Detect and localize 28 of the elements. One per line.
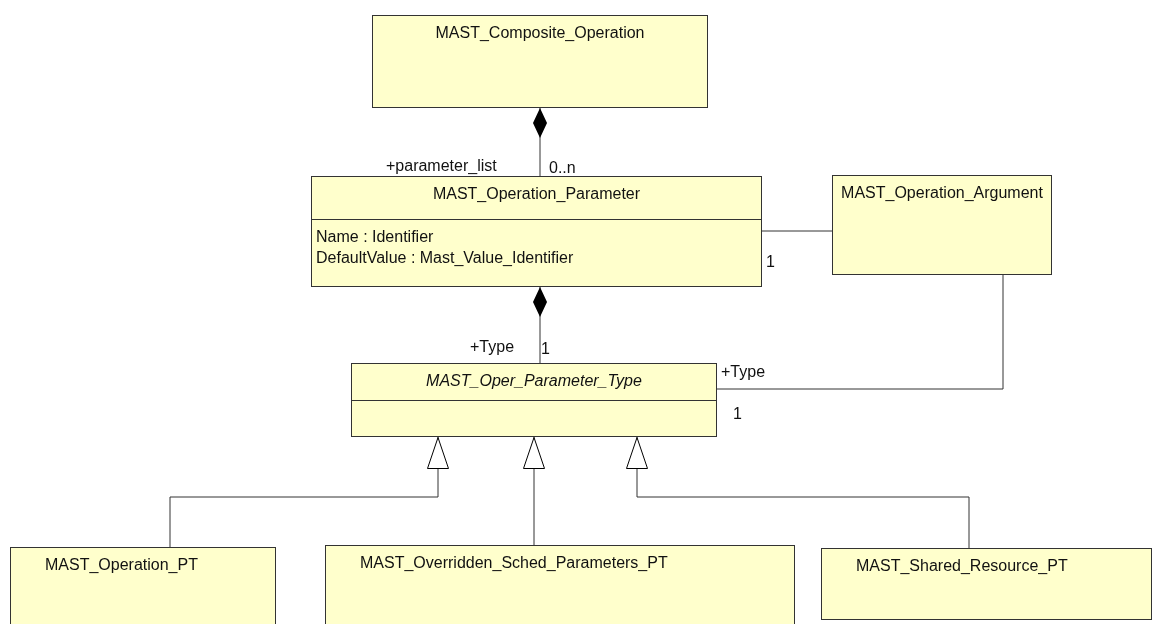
composition-connector bbox=[533, 107, 547, 177]
class-name: MAST_Oper_Parameter_Type bbox=[425, 371, 643, 390]
attribute-text: Name : Identifier bbox=[315, 227, 435, 247]
association-line bbox=[761, 230, 833, 232]
multiplicity-label: 1 bbox=[733, 406, 742, 422]
class-box bbox=[832, 175, 1052, 275]
composition-connector bbox=[533, 286, 547, 364]
class-name: MAST_Operation_Argument bbox=[840, 183, 1044, 202]
class-name: MAST_Operation_Parameter bbox=[431, 184, 642, 203]
multiplicity-label: 0..n bbox=[549, 160, 576, 176]
association-line bbox=[716, 274, 1004, 390]
multiplicity-label: 1 bbox=[541, 341, 550, 357]
generalization-arrow bbox=[626, 436, 970, 549]
attribute-text: DefaultValue : Mast_Value_Identifier bbox=[315, 248, 575, 268]
class-name: MAST_Composite_Operation bbox=[434, 23, 646, 42]
class-name: MAST_Overridden_Sched_Parameters_PT bbox=[359, 553, 669, 572]
class-name: MAST_Operation_PT bbox=[44, 555, 199, 574]
class-box bbox=[325, 545, 795, 624]
class-box bbox=[821, 548, 1152, 620]
multiplicity-label: 1 bbox=[766, 254, 775, 270]
abstract-class-box bbox=[351, 363, 717, 437]
class-name: MAST_Shared_Resource_PT bbox=[855, 556, 1069, 575]
role-label: +Type bbox=[721, 364, 766, 380]
class-box bbox=[372, 15, 708, 108]
class-box bbox=[311, 176, 762, 287]
generalization-arrow bbox=[523, 436, 545, 546]
class-box bbox=[10, 547, 276, 624]
generalization-arrow bbox=[169, 436, 449, 548]
